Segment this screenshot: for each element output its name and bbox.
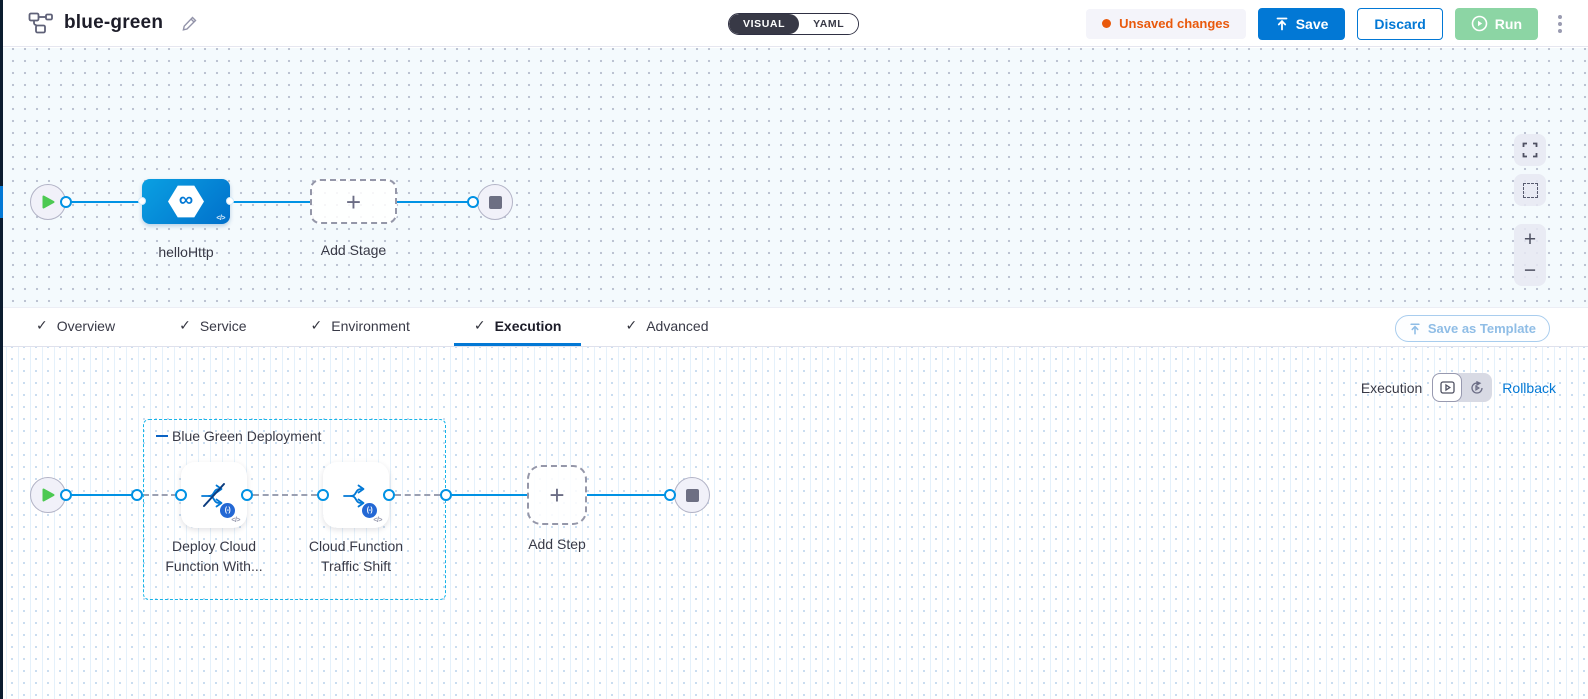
rollback-view-icon: [1471, 380, 1483, 394]
yaml-mode-button[interactable]: YAML: [799, 14, 859, 34]
stage-name-label: helloHttp: [158, 244, 214, 260]
save-as-template-button[interactable]: Save as Template: [1394, 315, 1550, 342]
check-icon: ✓: [310, 317, 323, 333]
code-icon: </>: [373, 517, 382, 524]
connector-port: [440, 489, 452, 501]
run-play-icon: [1471, 15, 1488, 32]
connector-port: [241, 489, 253, 501]
execution-mode-row: Execution Rollback: [1361, 373, 1556, 402]
visual-mode-button[interactable]: VISUAL: [729, 14, 800, 34]
pipeline-icon: [28, 12, 53, 34]
edge-line: [397, 201, 471, 203]
step-group-label: Blue Green Deployment: [172, 428, 322, 444]
step-node-deploy-cloud-function[interactable]: (-) </>: [181, 462, 247, 528]
edge-line: [68, 494, 138, 496]
marquee-icon: [1522, 182, 1538, 198]
zoom-in-button[interactable]: +: [1514, 224, 1546, 255]
run-button[interactable]: Run: [1454, 7, 1538, 40]
step-node-traffic-shift[interactable]: (-) </>: [323, 462, 389, 528]
pipeline-end-node: [477, 184, 513, 220]
play-icon: [42, 488, 54, 502]
stage-node-hellohttp[interactable]: ∞ </>: [138, 179, 234, 224]
connector-port: [175, 489, 187, 501]
cloud-function-deploy-icon: [201, 483, 225, 508]
upload-icon: [1410, 323, 1420, 334]
tab-advanced[interactable]: ✓ Advanced: [625, 317, 709, 334]
rollback-link[interactable]: Rollback: [1502, 379, 1556, 396]
connector-port: [467, 196, 479, 208]
execution-view-button[interactable]: [1432, 373, 1463, 402]
pipeline-header: blue-green VISUAL YAML Unsaved changes S…: [0, 0, 1588, 47]
play-icon: [42, 195, 54, 209]
collapsed-nav-strip: [0, 0, 3, 699]
stage-out-port: [226, 197, 234, 205]
stop-icon: [685, 488, 699, 502]
cloud-functions-badge-icon: (-): [362, 503, 377, 518]
save-button[interactable]: Save: [1257, 7, 1346, 40]
unsaved-changes-badge: Unsaved changes: [1086, 8, 1246, 39]
edge-line: [230, 201, 310, 203]
add-step-button[interactable]: +: [527, 465, 587, 525]
discard-button[interactable]: Discard: [1357, 7, 1443, 40]
zoom-out-button[interactable]: −: [1514, 255, 1546, 286]
add-stage-button[interactable]: +: [310, 179, 397, 224]
edge-line: [68, 201, 144, 203]
step-group-header: Blue Green Deployment: [156, 428, 321, 444]
execution-graph-canvas[interactable]: Execution Rollback: [0, 347, 1588, 699]
execution-end-node: [674, 477, 710, 513]
cloud-functions-badge-icon: (-): [220, 503, 235, 518]
tab-service[interactable]: ✓ Service: [179, 317, 247, 334]
group-collapse-icon[interactable]: [156, 434, 168, 438]
tab-overview[interactable]: ✓ Overview: [36, 317, 116, 334]
connector-port: [60, 489, 72, 501]
deploy-stage-icon: ∞: [168, 185, 204, 218]
execution-mode-label: Execution: [1360, 379, 1423, 396]
plus-icon: +: [345, 186, 362, 217]
step-group-blue-green-deployment[interactable]: Blue Green Deployment: [143, 419, 446, 600]
rollback-view-button[interactable]: [1462, 373, 1492, 402]
add-step-label: Add Step: [528, 536, 586, 552]
connector-port: [60, 196, 72, 208]
fullscreen-button[interactable]: [1514, 134, 1546, 166]
tab-execution[interactable]: ✓ Execution: [453, 308, 582, 346]
stop-icon: [488, 195, 502, 209]
edge-line: [452, 494, 527, 496]
edge-line-dashed: [395, 494, 440, 496]
unsaved-dot-icon: [1102, 19, 1112, 28]
visual-yaml-toggle: VISUAL YAML: [728, 13, 860, 35]
edge-line-dashed: [253, 494, 317, 496]
check-icon: ✓: [36, 317, 48, 333]
fullscreen-icon: [1522, 142, 1538, 158]
step-name-label: Deploy Cloud Function With...: [165, 538, 263, 574]
code-icon: </>: [216, 215, 225, 222]
check-icon: ✓: [473, 317, 486, 333]
connector-port: [664, 489, 676, 501]
plus-icon: +: [549, 480, 565, 510]
select-region-button[interactable]: [1514, 174, 1546, 206]
check-icon: ✓: [179, 317, 191, 333]
nav-accent-marker: [0, 186, 3, 218]
connector-port: [131, 489, 143, 501]
check-icon: ✓: [625, 317, 638, 333]
edge-line: [587, 494, 667, 496]
execution-view-icon: [1440, 381, 1455, 394]
code-icon: </>: [231, 517, 240, 524]
connector-port: [317, 489, 329, 501]
step-name-label: Cloud Function Traffic Shift: [308, 538, 404, 574]
tab-environment[interactable]: ✓ Environment: [310, 317, 410, 334]
stage-tabs: ✓ Overview ✓ Service ✓ Environment ✓ Exe…: [0, 307, 1588, 347]
more-options-icon[interactable]: [1550, 9, 1570, 39]
add-stage-label: Add Stage: [320, 242, 387, 258]
stage-graph-canvas[interactable]: ∞ </> helloHttp + Add Stage + −: [0, 48, 1588, 307]
stage-in-port: [138, 197, 146, 205]
connector-port: [383, 489, 395, 501]
pipeline-title: blue-green: [64, 12, 164, 33]
zoom-controls: + −: [1514, 224, 1546, 286]
edge-line-dashed: [143, 494, 177, 496]
upload-icon: [1276, 17, 1288, 30]
traffic-shift-icon: [343, 484, 365, 508]
edit-title-icon[interactable]: [181, 15, 198, 32]
execution-rollback-toggle: [1432, 373, 1493, 402]
